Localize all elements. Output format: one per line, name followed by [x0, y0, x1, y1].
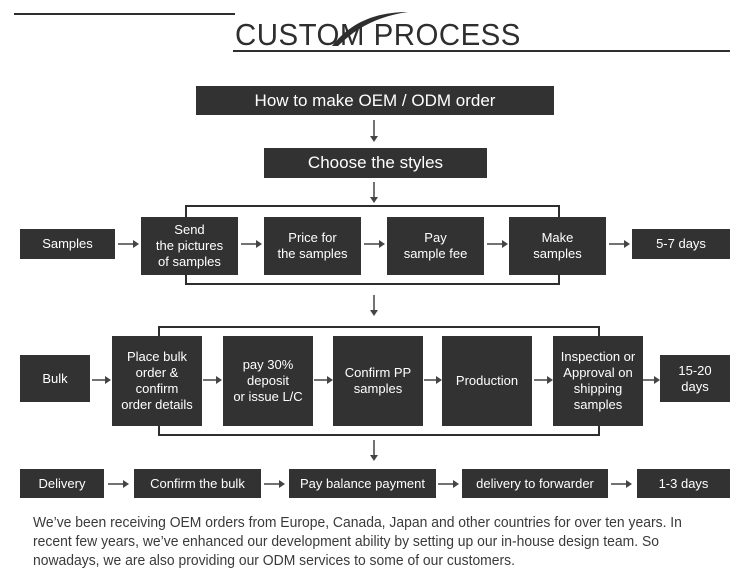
- arrow-right-icon: [264, 480, 285, 488]
- arrow-right-icon: [424, 376, 442, 384]
- samples-step: Make samples: [509, 217, 606, 275]
- delivery-step: Pay balance payment: [289, 469, 436, 498]
- arrow-right-icon: [108, 480, 129, 488]
- oem-odm-order-step: How to make OEM / ODM order: [196, 86, 554, 115]
- samples-label: Samples: [20, 229, 115, 259]
- samples-duration: 5-7 days: [632, 229, 730, 259]
- header-rule-right: [233, 50, 730, 52]
- delivery-duration: 1-3 days: [637, 469, 730, 498]
- delivery-step: delivery to forwarder: [462, 469, 608, 498]
- arrow-right-icon: [92, 376, 111, 384]
- arrow-right-icon: [314, 376, 333, 384]
- arrow-right-icon: [203, 376, 222, 384]
- samples-step: Pay sample fee: [387, 217, 484, 275]
- delivery-label: Delivery: [20, 469, 104, 498]
- bulk-step: pay 30% deposit or issue L/C: [223, 336, 313, 426]
- arrow-right-icon: [241, 240, 262, 248]
- bulk-step: Inspection or Approval on shipping sampl…: [553, 336, 643, 426]
- arrow-right-icon: [438, 480, 459, 488]
- bulk-duration: 15-20 days: [660, 355, 730, 402]
- arrow-right-icon: [534, 376, 553, 384]
- arrow-down-icon: [370, 440, 378, 461]
- bulk-step: Production: [442, 336, 532, 426]
- samples-step: Send the pictures of samples: [141, 217, 238, 275]
- arrow-right-icon: [643, 376, 660, 384]
- bulk-label: Bulk: [20, 355, 90, 402]
- arrow-right-icon: [609, 240, 630, 248]
- choose-styles-step: Choose the styles: [264, 148, 487, 178]
- description-paragraph: We’ve been receiving OEM orders from Eur…: [33, 515, 682, 569]
- arrow-right-icon: [611, 480, 632, 488]
- samples-step: Price for the samples: [264, 217, 361, 275]
- arrow-down-icon: [370, 182, 378, 203]
- bulk-step: Place bulk order & confirm order details: [112, 336, 202, 426]
- header-rule-left: [14, 13, 235, 15]
- bulk-step: Confirm PP samples: [333, 336, 423, 426]
- arrow-right-icon: [364, 240, 385, 248]
- arrow-right-icon: [118, 240, 139, 248]
- arrow-down-icon: [370, 295, 378, 316]
- swoosh-icon: [332, 12, 408, 46]
- delivery-step: Confirm the bulk: [134, 469, 261, 498]
- page-title: CUSTOM PROCESS: [235, 17, 521, 52]
- arrow-down-icon: [370, 120, 378, 142]
- arrow-right-icon: [487, 240, 508, 248]
